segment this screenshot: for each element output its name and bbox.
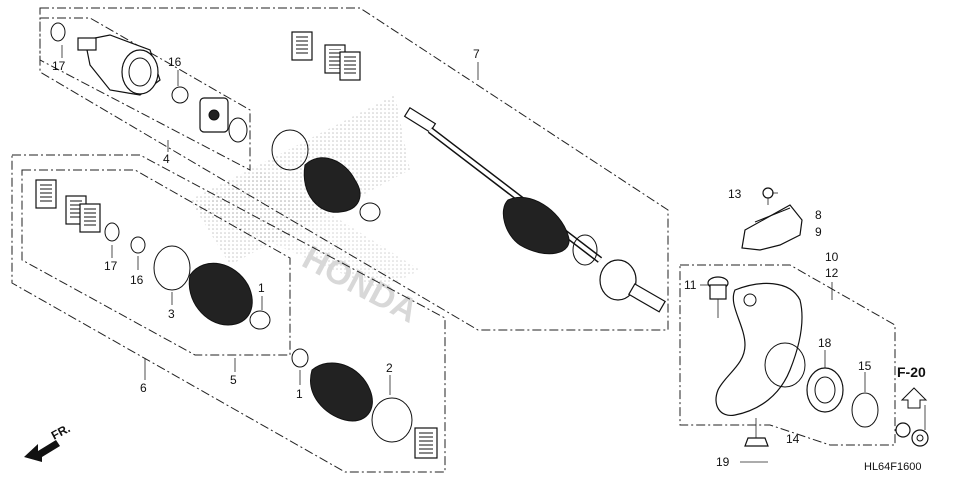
front-arrow-label: FR. [49, 421, 73, 442]
grease-packets-left [35, 179, 101, 233]
boot-inboard-top [271, 129, 381, 222]
grease-packets-top [291, 31, 361, 81]
callout-7: 7 [473, 47, 480, 61]
bracket-8-9 [741, 204, 803, 251]
circlip-16-top [171, 86, 189, 104]
snap-ring-15 [851, 392, 879, 428]
nut-14 [744, 418, 769, 447]
boot-outboard-left [153, 245, 271, 330]
ball-joint-11 [707, 276, 729, 318]
knuckle [715, 282, 806, 417]
callout-2: 2 [386, 361, 393, 375]
circlip-16-left [130, 236, 146, 254]
callout-18: 18 [818, 336, 832, 350]
outline-assembly-5 [21, 169, 291, 356]
outline-assembly-7 [39, 7, 669, 331]
outline-assembly-6 [11, 154, 446, 473]
callout-14: 14 [786, 432, 800, 446]
circlip-17-top [50, 22, 66, 42]
callout-8: 8 [815, 208, 822, 222]
callout-11: 11 [684, 278, 697, 292]
callout-17-left: 17 [104, 259, 118, 273]
outboard-joint-group [50, 22, 248, 152]
diagram-code: HL64F1600 [864, 461, 922, 473]
leader-lines [144, 62, 833, 380]
boot-lower [291, 348, 438, 459]
callout-5: 5 [230, 373, 237, 387]
callout-17-top: 17 [52, 59, 66, 73]
callout-9: 9 [815, 225, 822, 239]
callout-16-left: 16 [130, 273, 144, 287]
bolt-13 [762, 187, 774, 205]
callout-10: 10 [825, 250, 839, 264]
callout-19: 19 [716, 455, 730, 469]
callout-1-lower: 1 [296, 387, 303, 401]
front-arrow [24, 440, 60, 462]
section-ref-box [900, 387, 928, 409]
callout-3: 3 [168, 307, 175, 321]
callout-4: 4 [163, 152, 170, 166]
callout-6: 6 [140, 381, 147, 395]
up-arrow-icon [900, 387, 928, 409]
callout-16-top: 16 [168, 55, 182, 69]
outline-assembly-4 [39, 17, 251, 171]
callout-15: 15 [858, 359, 872, 373]
hub-bearing-18 [806, 367, 844, 413]
driveshaft [403, 106, 666, 313]
circlip-17-left [104, 222, 120, 242]
callout-13: 13 [728, 187, 742, 201]
section-ref-label: F-20 [897, 364, 926, 380]
washer-nut [895, 405, 929, 447]
snap-ring [228, 117, 248, 143]
callout-1-upper: 1 [258, 281, 265, 295]
callout-12: 12 [825, 266, 839, 280]
front-arrow-icon [24, 440, 60, 462]
